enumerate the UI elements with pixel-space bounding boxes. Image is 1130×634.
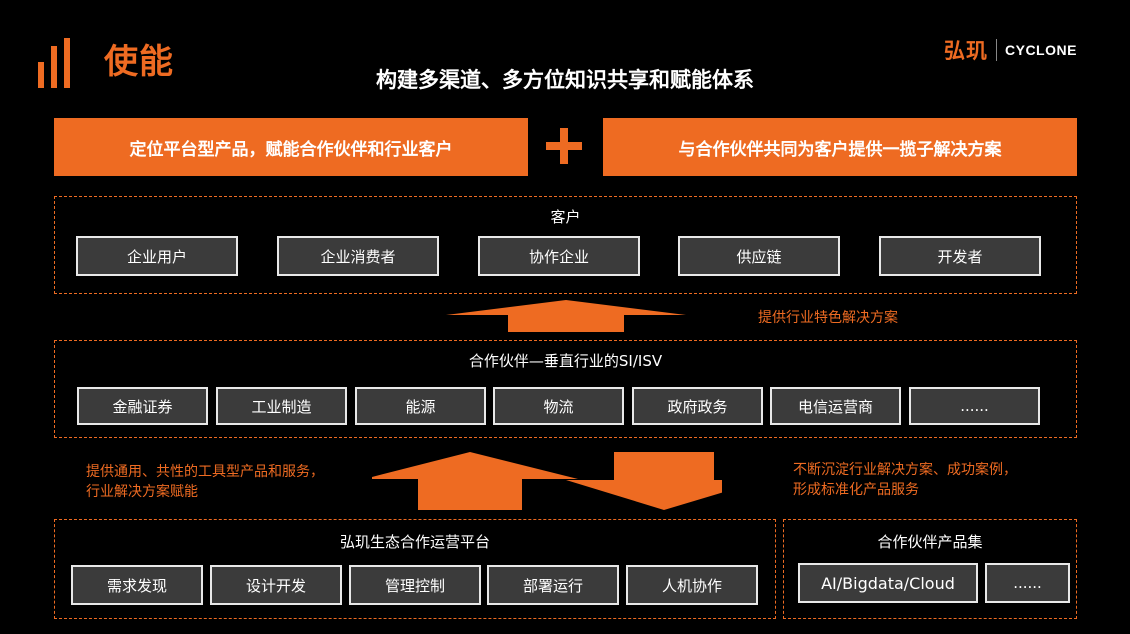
bidirectional-arrows-icon (372, 452, 722, 510)
partner-product-item: ...... (985, 563, 1070, 603)
arrow-note-right-line: 形成标准化产品服务 (793, 482, 919, 498)
arrow-note-left-line: 提供通用、共性的工具型产品和服务， (86, 464, 324, 480)
plus-icon (546, 128, 582, 164)
up-arrow-icon (446, 300, 686, 332)
partners-title: 合作伙伴—垂直行业的SI/ISV (468, 352, 663, 370)
customer-item: 企业用户 (76, 236, 238, 276)
banner-left: 定位平台型产品，赋能合作伙伴和行业客户 (54, 118, 528, 176)
platform-title: 弘玑生态合作运营平台 (339, 533, 490, 551)
banner-right: 与合作伙伴共同为客户提供一揽子解决方案 (603, 118, 1077, 176)
partner-industry-item: 工业制造 (216, 387, 347, 425)
platform-item: 设计开发 (210, 565, 342, 605)
partner-industry-item: ...... (909, 387, 1040, 425)
partner-products-box (783, 519, 1077, 619)
customers-box (54, 196, 1077, 294)
customer-item: 供应链 (678, 236, 840, 276)
brand-name-cn: 弘玑 (944, 39, 988, 63)
partner-product-item: AI/Bigdata/Cloud (798, 563, 978, 603)
partner-industry-item: 金融证券 (77, 387, 208, 425)
page-title: 使能 (104, 42, 174, 82)
customer-item: 企业消费者 (277, 236, 439, 276)
brand-logo: 弘玑 CYCLONE (944, 36, 1077, 64)
partner-industry-item: 政府政务 (632, 387, 763, 425)
customer-item: 协作企业 (478, 236, 640, 276)
arrow-note-left: 提供通用、共性的工具型产品和服务， 行业解决方案赋能 (86, 462, 324, 502)
arrow-note-top: 提供行业特色解决方案 (758, 310, 898, 326)
partner-industry-item: 物流 (493, 387, 624, 425)
platform-item: 需求发现 (71, 565, 203, 605)
partner-industry-item: 能源 (355, 387, 486, 425)
brand-separator (996, 39, 997, 61)
headline: 构建多渠道、多方位知识共享和赋能体系 (376, 68, 754, 92)
partner-products-title: 合作伙伴产品集 (877, 533, 983, 551)
platform-item: 人机协作 (626, 565, 758, 605)
arrow-note-right: 不断沉淀行业解决方案、成功案例， 形成标准化产品服务 (793, 460, 1017, 500)
partner-industry-item: 电信运营商 (770, 387, 901, 425)
arrow-note-right-line: 不断沉淀行业解决方案、成功案例， (793, 462, 1017, 478)
partners-box (54, 340, 1077, 438)
platform-item: 管理控制 (349, 565, 481, 605)
brand-name-en: CYCLONE (1005, 42, 1077, 58)
arrow-note-left-line: 行业解决方案赋能 (86, 484, 198, 500)
logo-bars-icon (38, 38, 70, 88)
customer-item: 开发者 (879, 236, 1041, 276)
platform-box (54, 519, 776, 619)
customers-title: 客户 (550, 208, 581, 226)
platform-item: 部署运行 (487, 565, 619, 605)
